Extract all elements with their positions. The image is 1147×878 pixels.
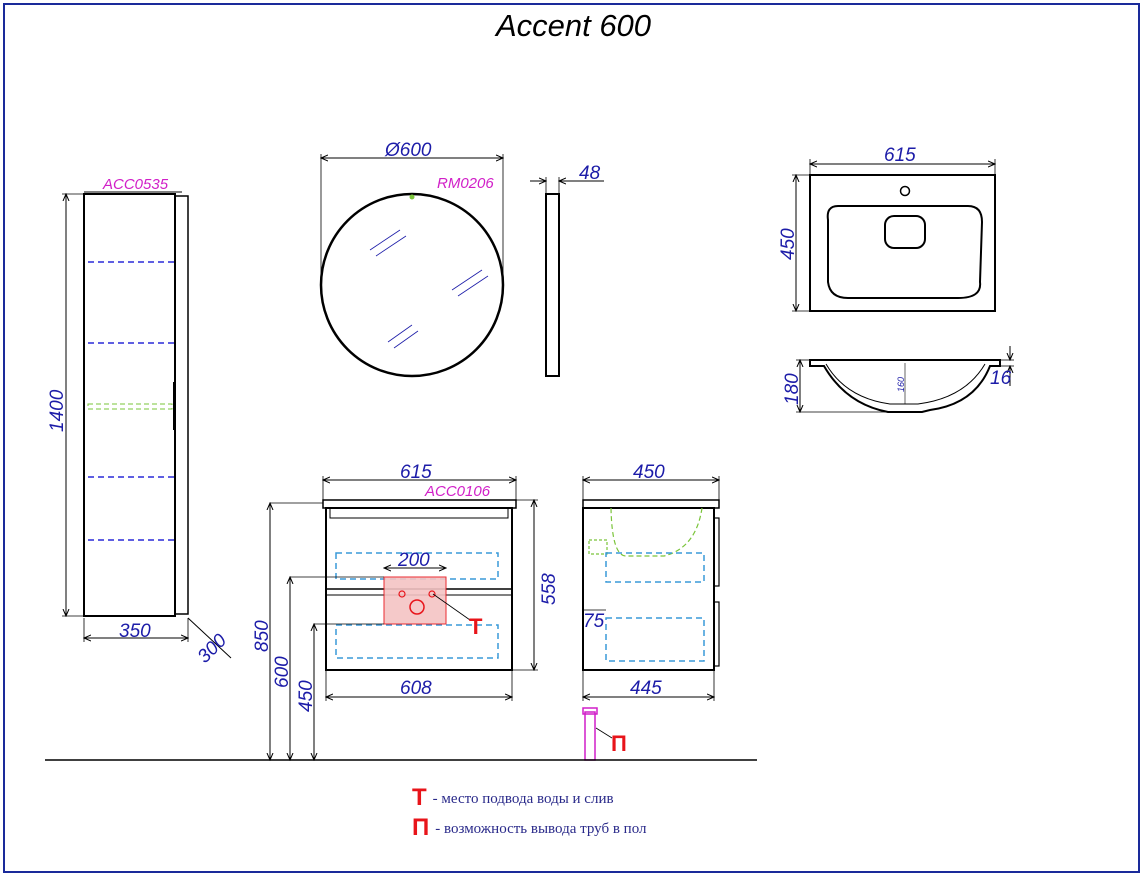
dim-floor-to-plumbing: 600 xyxy=(272,656,293,688)
floor-pipe xyxy=(584,711,596,761)
tap-hole xyxy=(899,185,911,197)
dim-tall-width: 350 xyxy=(119,621,151,642)
basin-bowl xyxy=(826,205,984,299)
reflection-mark xyxy=(393,330,419,349)
legend-symbol: Т xyxy=(412,784,427,811)
basin-section-inner xyxy=(825,363,986,405)
mirror: Ø600 RM0206 48 xyxy=(319,140,604,378)
basin-section: 160 180 16 xyxy=(782,346,1014,413)
leader xyxy=(595,727,613,739)
tall-cabinet-body xyxy=(83,193,176,617)
dim-side-top-depth: 450 xyxy=(633,462,665,483)
reflection-mark xyxy=(387,324,413,343)
side-front-upper xyxy=(713,517,720,587)
drawing-title: Accent 600 xyxy=(495,8,652,43)
dim-floor-to-top: 850 xyxy=(252,620,273,652)
code-tall-cabinet: ACC0535 xyxy=(102,176,169,193)
marker-t: Т xyxy=(469,614,483,639)
dim-plumbing-zone: 200 xyxy=(397,550,430,571)
dim-vanity-top-width: 615 xyxy=(400,462,432,483)
vanity-front-view: Т 200 615 ACC0106 608 558 850 xyxy=(252,462,560,760)
dim-tall-height: 1400 xyxy=(47,389,68,432)
dim-basin-depth: 450 xyxy=(778,228,799,260)
dim-floor-to-bottom: 450 xyxy=(296,680,317,712)
legend-text: - возможность вывода труб в пол xyxy=(435,821,647,837)
basin-outline xyxy=(809,174,996,312)
basin-top-view: 615 450 xyxy=(778,145,996,312)
dim-tall-depth: 300 xyxy=(194,630,232,668)
legend-item: Т - место подвода воды и слив xyxy=(412,784,614,812)
marker-p: П xyxy=(611,731,627,756)
side-body xyxy=(582,507,715,671)
basin-drain xyxy=(884,215,926,249)
reflection-mark xyxy=(375,235,407,257)
dim-basin-height: 180 xyxy=(782,373,803,405)
dim-basin-bowl: 160 xyxy=(896,377,906,392)
reflection-mark xyxy=(451,269,483,291)
dim-side-body-depth: 445 xyxy=(630,678,662,699)
legend-text: - место подвода воды и слив xyxy=(432,791,614,807)
vanity-top xyxy=(322,499,517,509)
vanity-side-view: 75 450 445 П xyxy=(582,462,720,761)
drawer-hidden-lower xyxy=(335,624,499,659)
legend-symbol: П xyxy=(412,814,430,841)
code-vanity: ACC0106 xyxy=(424,483,491,500)
drawer-hidden-upper xyxy=(335,552,499,580)
side-siphon xyxy=(588,539,608,555)
side-drawer-upper xyxy=(605,552,705,583)
dim-mirror-diameter: Ø600 xyxy=(384,140,432,161)
dim-basin-rim: 16 xyxy=(990,368,1012,389)
basin-section-outline xyxy=(809,359,1001,413)
code-mirror: RM0206 xyxy=(437,175,494,192)
drain-hole xyxy=(409,599,425,615)
side-front-lower xyxy=(713,601,720,667)
mirror-side-profile xyxy=(545,193,560,377)
leader xyxy=(432,593,471,621)
water-inlet xyxy=(428,590,436,598)
tall-cabinet: ACC0535 1400 350 300 xyxy=(47,176,232,668)
side-drawer-lower xyxy=(605,617,705,662)
side-basin-hidden xyxy=(610,507,703,557)
shelf-glass xyxy=(87,403,173,410)
dim-mirror-depth: 48 xyxy=(579,163,601,184)
dim-vanity-body-width: 608 xyxy=(400,678,432,699)
mirror-sensor xyxy=(409,194,415,200)
dim-line xyxy=(187,617,232,659)
side-top xyxy=(582,499,720,509)
water-inlet xyxy=(398,590,406,598)
dim-vanity-height: 558 xyxy=(539,573,560,605)
sheet-border xyxy=(3,3,1140,873)
legend-item: П - возможность вывода труб в пол xyxy=(412,814,647,842)
dim-side-offset: 75 xyxy=(583,611,605,632)
reflection-mark xyxy=(369,229,401,251)
mirror-circle xyxy=(319,192,505,378)
dim-basin-width: 615 xyxy=(884,145,916,166)
tall-cabinet-door xyxy=(174,195,189,615)
reflection-mark xyxy=(457,275,489,297)
